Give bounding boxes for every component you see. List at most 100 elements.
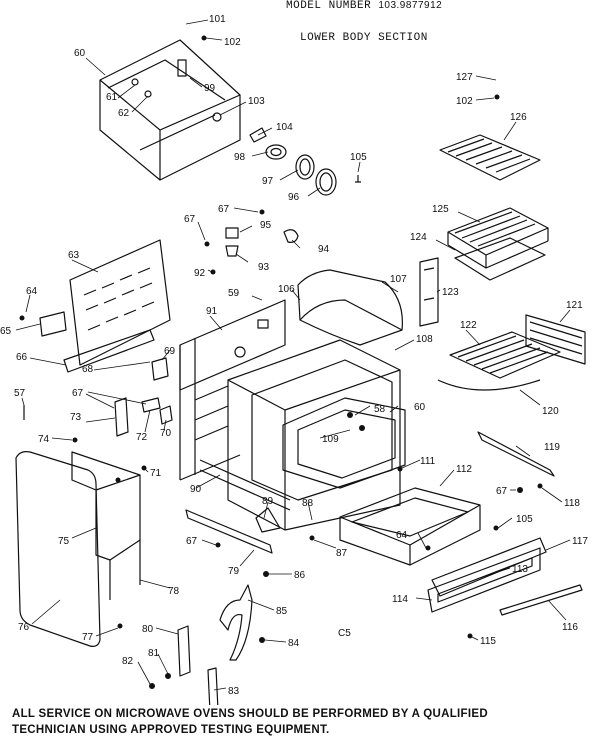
callout-79: 79: [228, 566, 240, 577]
callout-77: 77: [82, 632, 94, 643]
callout-89: 89: [262, 496, 274, 507]
callout-90: 90: [190, 484, 202, 495]
callout-114: 114: [392, 594, 408, 605]
lamp-and-rings: [249, 127, 361, 196]
callout-95: 95: [260, 220, 272, 231]
callout-106: 106: [278, 284, 295, 295]
leader-lines: [15, 19, 571, 691]
callout-103: 103: [248, 96, 265, 107]
model-label: MODEL NUMBER: [286, 0, 372, 12]
callout-120: 120: [542, 406, 559, 417]
diagram-code: C5: [338, 628, 351, 639]
lower-rails: [185, 507, 281, 554]
callout-83: 83: [228, 686, 240, 697]
callout-61: 61: [106, 92, 118, 103]
callout-94: 94: [318, 244, 330, 255]
callout-102: 102: [456, 96, 473, 107]
callout-107: 107: [390, 274, 407, 285]
callout-102: 102: [224, 37, 241, 48]
callout-66: 66: [16, 352, 28, 363]
callout-126: 126: [510, 112, 527, 123]
callout-64: 64: [396, 530, 408, 541]
callout-119: 119: [544, 442, 560, 453]
callout-67: 67: [72, 388, 84, 399]
callout-75: 75: [58, 536, 70, 547]
callout-115: 115: [480, 636, 496, 647]
callout-88: 88: [302, 498, 314, 509]
callout-67: 67: [218, 204, 230, 215]
callout-63: 63: [68, 250, 80, 261]
callout-124: 124: [410, 232, 427, 243]
callout-122: 122: [460, 320, 477, 331]
bracket-hardware: [204, 209, 299, 275]
callout-73: 73: [70, 412, 82, 423]
callout-67: 67: [186, 536, 198, 547]
callout-123: 123: [442, 287, 459, 298]
service-notice-line-2: TECHNICIAN USING APPROVED TESTING EQUIPM…: [12, 724, 330, 736]
screw-hardware: [19, 35, 543, 689]
rear-vented-panel: [39, 239, 171, 366]
callout-97: 97: [262, 176, 274, 187]
model-number-heading: MODEL NUMBER 103.9877912: [286, 0, 442, 12]
callout-92: 92: [194, 268, 206, 279]
callout-82: 82: [122, 656, 134, 667]
rail-119: [477, 431, 555, 477]
section-title: LOWER BODY SECTION: [300, 32, 428, 44]
callout-81: 81: [148, 648, 160, 659]
callout-125: 125: [432, 204, 449, 215]
callout-117: 117: [572, 536, 588, 547]
callout-101: 101: [209, 14, 226, 25]
callout-105: 105: [350, 152, 367, 163]
callout-98: 98: [234, 152, 246, 163]
callout-74: 74: [38, 434, 50, 445]
drawer-front-assembly: [427, 537, 547, 613]
callout-65: 65: [0, 326, 12, 337]
callout-104: 104: [276, 122, 293, 133]
callout-67: 67: [184, 214, 196, 225]
duct-107: [297, 269, 403, 346]
callout-86: 86: [294, 570, 306, 581]
callout-71: 71: [150, 468, 162, 479]
callout-116: 116: [562, 622, 578, 633]
small-rack: [439, 134, 541, 181]
main-chassis-frame: [179, 299, 291, 511]
callout-87: 87: [336, 548, 348, 559]
callout-62: 62: [118, 108, 130, 119]
callout-67: 67: [496, 486, 508, 497]
callout-112: 112: [456, 464, 472, 475]
broil-pan-assembly: [447, 207, 549, 281]
callout-113: 113: [512, 564, 528, 575]
rod-116: [499, 584, 583, 616]
oven-rack-122: [437, 331, 561, 391]
callout-58: 58: [374, 404, 386, 415]
callout-72: 72: [136, 432, 148, 443]
side-bracket-123: [419, 257, 439, 327]
oven-cavity: [227, 339, 406, 531]
callout-57: 57: [14, 388, 26, 399]
callout-91: 91: [206, 306, 218, 317]
callout-121: 121: [566, 300, 583, 311]
callout-76: 76: [18, 622, 30, 633]
callout-118: 118: [564, 498, 580, 509]
storage-drawer-112: [339, 487, 481, 566]
callout-60: 60: [414, 402, 426, 413]
callout-80: 80: [142, 624, 154, 635]
model-number: 103.9877912: [378, 0, 443, 11]
callout-59: 59: [228, 288, 240, 299]
callout-109: 109: [322, 434, 339, 445]
callout-96: 96: [288, 192, 300, 203]
exploded-parts-diagram: 101 102 60 99 61 62 103 104 98 105 97 96…: [0, 14, 588, 705]
callout-64: 64: [26, 286, 38, 297]
callout-93: 93: [258, 262, 270, 273]
bottom-rail-66: [63, 329, 155, 373]
callout-60: 60: [74, 48, 86, 59]
callout-111: 111: [420, 456, 436, 467]
callout-85: 85: [276, 606, 288, 617]
side-panel-121: [525, 314, 586, 365]
callout-99: 99: [204, 83, 216, 94]
callout-78: 78: [168, 586, 180, 597]
callout-127: 127: [456, 72, 473, 83]
door-inner-75: [71, 451, 141, 600]
callout-69: 69: [164, 346, 176, 357]
